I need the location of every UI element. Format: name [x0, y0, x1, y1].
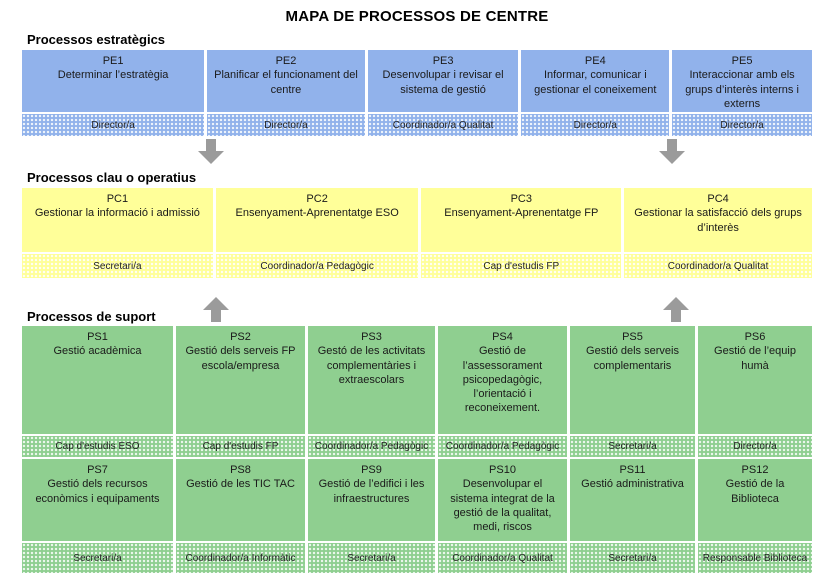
process-box-pe3: PE3 Desenvolupar i revisar el sistema de…	[367, 50, 519, 112]
process-code: PC2	[306, 193, 328, 205]
role-cell-pc3: Cap d'estudis FP	[421, 254, 622, 278]
process-box-pe5: PE5 Interaccionar amb els grups d’interè…	[672, 50, 812, 112]
process-code: PS1	[87, 331, 108, 343]
role-cell-pc2: Coordinador/a Pedagògic	[215, 254, 419, 278]
process-code: PE4	[584, 55, 606, 67]
role-cell-ps6: Director/a	[698, 436, 812, 457]
process-name: Informar, comunicar i gestionar el conei…	[534, 69, 657, 96]
process-name: Gestó de les activitats complementàries …	[317, 345, 426, 386]
process-name: Gestió de l’assessorament psicopedagògic…	[462, 345, 543, 415]
process-code: PS12	[741, 464, 769, 476]
role-cell-ps5: Secretari/a	[570, 436, 695, 457]
process-name: Planificar el funcionament del centre	[214, 69, 358, 96]
process-box-ps1: PS1 Gestió acadèmica	[22, 326, 173, 434]
process-box-ps3: PS3 Gestó de les activitats complementàr…	[308, 326, 435, 434]
support-process-table: PS1 Gestió acadèmica PS2 Gestió dels ser…	[22, 326, 812, 573]
strategic-section-heading: Processos estratègics	[27, 32, 166, 47]
process-box-pe4: PE4 Informar, comunicar i gestionar el c…	[521, 50, 670, 112]
process-box-pe1: PE1 Determinar l’estratègia	[22, 50, 205, 112]
strategic-process-table: PE1 Determinar l’estratègia PE2 Planific…	[22, 50, 812, 136]
process-code: PS9	[361, 464, 382, 476]
process-box-ps6: PS6 Gestió de l’equip humà	[698, 326, 812, 434]
process-code: PS2	[230, 331, 251, 343]
role-cell-pe5: Director/a	[672, 114, 812, 136]
process-code: PC4	[707, 193, 729, 205]
process-box-ps10: PS10 Desenvolupar el sistema integrat de…	[438, 459, 567, 541]
process-name: Gestió administrativa	[581, 478, 684, 491]
process-box-ps5: PS5 Gestió dels serveis complementaris	[570, 326, 695, 434]
role-cell-pe4: Director/a	[521, 114, 670, 136]
process-code: PS6	[744, 331, 766, 343]
process-code: PS4	[492, 331, 513, 343]
process-name: Gestió de l’equip humà	[714, 345, 796, 372]
process-box-pc1: PC1 Gestionar la informació i admissió	[22, 188, 213, 252]
role-cell-ps9: Secretari/a	[308, 543, 435, 573]
process-code: PC3	[510, 193, 532, 205]
role-cell-pe1: Director/a	[22, 114, 205, 136]
strategic-to-operative-arrows	[22, 136, 812, 166]
process-box-ps8: PS8 Gestió de les TIC TAC	[176, 459, 305, 541]
process-box-ps4: PS4 Gestió de l’assessorament psicopedag…	[438, 326, 567, 434]
support-to-operative-arrows: Processos de suport	[22, 278, 812, 326]
process-box-pc3: PC3 Ensenyament-Aprenentatge FP	[421, 188, 622, 252]
page-title: MAPA DE PROCESSOS DE CENTRE	[285, 8, 549, 25]
process-code: PS3	[361, 331, 382, 343]
operative-section-heading: Processos clau o operatius	[27, 170, 197, 185]
role-cell-ps8: Coordinador/a Informàtic	[176, 543, 305, 573]
process-box-pe2: PE2 Planificar el funcionament del centr…	[207, 50, 365, 112]
process-code: PS10	[489, 464, 516, 476]
operative-process-table: PC1 Gestionar la informació i admissió P…	[22, 188, 812, 278]
process-name: Gestió de la Biblioteca	[725, 478, 785, 505]
process-name: Gestió dels serveis complementaris	[586, 345, 679, 372]
process-name: Desenvolupar i revisar el sistema de ges…	[382, 69, 504, 96]
role-cell-ps11: Secretari/a	[570, 543, 695, 573]
process-name: Gestionar la satisfacció dels grups d’in…	[634, 207, 802, 234]
process-code: PC1	[106, 193, 129, 205]
process-box-ps2: PS2 Gestió dels serveis FP escola/empres…	[176, 326, 305, 434]
process-code: PS7	[87, 464, 108, 476]
role-cell-pe3: Coordinador/a Qualitat	[367, 114, 519, 136]
process-code: PS5	[622, 331, 643, 343]
role-cell-ps1: Cap d'estudis ESO	[22, 436, 173, 457]
process-code: PE5	[731, 55, 753, 67]
process-box-ps12: PS12 Gestió de la Biblioteca	[698, 459, 812, 541]
role-cell-ps12: Responsable Biblioteca	[698, 543, 812, 573]
process-name: Gestió dels recursos econòmics i equipam…	[35, 478, 160, 505]
process-name: Ensenyament-Aprenentatge FP	[444, 207, 599, 220]
process-box-ps11: PS11 Gestió administrativa	[570, 459, 695, 541]
process-box-ps7: PS7 Gestió dels recursos econòmics i equ…	[22, 459, 173, 541]
flow-arrow-up-icon	[663, 297, 689, 322]
flow-arrow-down-icon	[659, 139, 685, 164]
process-code: PE2	[275, 55, 297, 67]
flow-arrow-up-icon	[203, 297, 229, 322]
process-name: Gestió de les TIC TAC	[186, 478, 295, 491]
process-name: Ensenyament-Aprenentatge ESO	[235, 207, 399, 220]
process-name: Determinar l’estratègia	[57, 69, 169, 82]
process-name: Gestió acadèmica	[53, 345, 142, 358]
process-code: PE3	[432, 55, 454, 67]
process-box-pc4: PC4 Gestionar la satisfacció dels grups …	[624, 188, 812, 252]
process-code: PE1	[102, 55, 124, 67]
role-cell-ps10: Coordinador/a Qualitat	[438, 543, 567, 573]
role-cell-ps2: Cap d'estudis FP	[176, 436, 305, 457]
process-name: Interaccionar amb els grups d’interès in…	[685, 69, 799, 110]
flow-arrow-down-icon	[198, 139, 224, 164]
role-cell-ps7: Secretari/a	[22, 543, 173, 573]
process-box-pc2: PC2 Ensenyament-Aprenentatge ESO	[215, 188, 419, 252]
process-code: PS8	[230, 464, 251, 476]
process-code: PS11	[619, 464, 646, 476]
process-box-ps9: PS9 Gestió de l’edifici i les infraestru…	[308, 459, 435, 541]
process-name: Desenvolupar el sistema integrat de la g…	[450, 478, 555, 534]
process-name: Gestionar la informació i admissió	[34, 207, 200, 220]
role-cell-pe2: Director/a	[207, 114, 365, 136]
process-name: Gestió dels serveis FP escola/empresa	[185, 345, 296, 372]
role-cell-ps4: Coordinador/a Pedagògic	[438, 436, 567, 457]
process-name: Gestió de l’edifici i les infraestructur…	[318, 478, 425, 505]
role-cell-pc1: Secretari/a	[22, 254, 213, 278]
support-section-heading: Processos de suport	[27, 309, 156, 324]
role-cell-pc4: Coordinador/a Qualitat	[624, 254, 812, 278]
role-cell-ps3: Coordinador/a Pedagògic	[308, 436, 435, 457]
